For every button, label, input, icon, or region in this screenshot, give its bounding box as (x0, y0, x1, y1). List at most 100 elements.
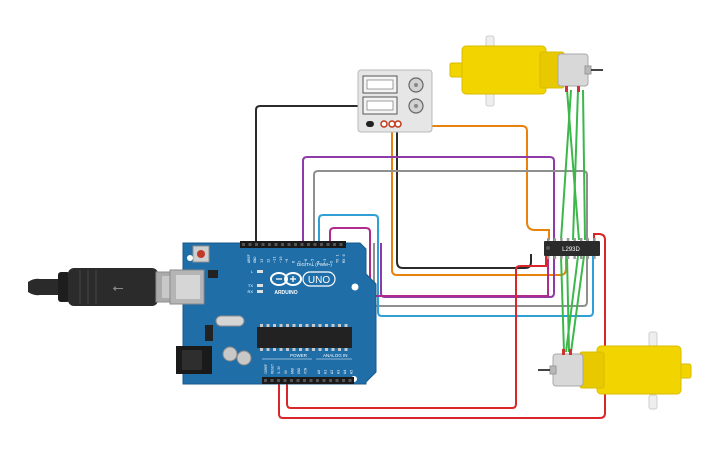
supply-terminal-pos[interactable] (388, 120, 396, 128)
digital-header[interactable] (240, 241, 346, 248)
led-l (257, 270, 263, 273)
digital-pin-hole[interactable] (320, 243, 323, 246)
digital-pin-label: ~6 (304, 259, 308, 263)
power-pin-label: GND (290, 368, 294, 374)
board-brand: ARDUINO (274, 290, 297, 296)
wire-green-8[interactable] (570, 255, 585, 353)
digital-pin-hole[interactable] (274, 243, 278, 246)
wire-green-2[interactable] (572, 89, 579, 241)
power-pin-hole[interactable] (309, 379, 313, 382)
wire-green-3[interactable] (566, 89, 580, 241)
analog-pin-label: A2 (330, 370, 334, 374)
power-header[interactable] (262, 377, 314, 384)
digital-pin-label: ~11 (273, 257, 277, 264)
wire-orange-top[interactable] (392, 125, 550, 240)
label-l: L (251, 269, 254, 274)
analog-pin-label: A3 (337, 370, 341, 374)
power-pin-hole[interactable] (277, 379, 280, 382)
digital-pin-hole[interactable] (326, 243, 330, 246)
usb-icon: ⭠ (112, 279, 123, 295)
power-switch[interactable] (366, 121, 374, 127)
usb-cable[interactable]: ⭠ (28, 268, 187, 306)
board-model: UNO (308, 275, 330, 286)
digital-pin-label: TX 1 (336, 254, 340, 263)
digital-pin-label: ~10 (279, 257, 283, 264)
led-rx (257, 290, 263, 293)
power-label: POWER (290, 353, 308, 358)
digital-pin-label: ~5 (310, 259, 314, 263)
power-pin-hole[interactable] (296, 379, 300, 382)
digital-pin-hole[interactable] (268, 243, 271, 246)
digital-pin-label: ~3 (323, 259, 327, 263)
digital-pin-hole[interactable] (307, 243, 310, 246)
digital-pin-hole[interactable] (281, 243, 284, 246)
digital-pin-label: 4 (317, 261, 321, 263)
label-rx: RX (247, 289, 253, 294)
driver-pins-top (547, 238, 596, 241)
digital-pin-hole[interactable] (333, 243, 336, 246)
wire-red-5v[interactable] (286, 256, 547, 409)
digital-pin-hole[interactable] (261, 243, 265, 246)
digital-pin-hole[interactable] (339, 243, 343, 246)
power-pin-hole[interactable] (283, 379, 287, 382)
analog-pin-label: A0 (317, 370, 321, 374)
power-pin-hole[interactable] (303, 379, 306, 382)
power-pin-hole[interactable] (342, 379, 345, 382)
wire-green-5[interactable] (560, 255, 565, 353)
driver-ic-label: L293D (562, 247, 580, 253)
power-pin-label: IOREF (264, 364, 268, 374)
power-pin-label: GND (297, 368, 301, 374)
analog-pin-label: A1 (324, 370, 328, 374)
wire-red-vin[interactable] (278, 233, 606, 419)
analog-pin-label: A4 (343, 370, 347, 374)
label-gnd-top: GND (253, 257, 257, 264)
supply-terminal-neg[interactable] (380, 120, 388, 128)
power-pin-hole[interactable] (290, 379, 293, 382)
arduino-logo (270, 272, 302, 286)
analog-header[interactable] (314, 377, 354, 384)
driver-pins-bottom (547, 256, 596, 259)
digital-pin-label: 7 (298, 261, 302, 263)
digital-pin-hole[interactable] (255, 243, 258, 246)
led-tx (257, 284, 263, 287)
wire-black-supply[interactable] (396, 127, 532, 269)
digital-pin-label: 12 (266, 259, 270, 263)
wire-green-4[interactable] (582, 89, 586, 241)
power-pin-hole[interactable] (335, 379, 339, 382)
digital-pin-hole[interactable] (242, 243, 245, 246)
capacitor-1 (222, 346, 238, 362)
l293d-driver[interactable]: L293D (544, 238, 600, 259)
dc-motor-bottom[interactable] (538, 331, 692, 410)
power-pin-hole[interactable] (348, 379, 352, 382)
power-pin-hole[interactable] (316, 379, 319, 382)
digital-pin-hole[interactable] (313, 243, 317, 246)
digital-pin-label: 8 (292, 261, 296, 263)
crystal (215, 315, 245, 327)
digital-pin-label: RX 0 (342, 254, 346, 263)
digital-pin-hole[interactable] (287, 243, 291, 246)
digital-pin-hole[interactable] (300, 243, 304, 246)
wire-orange-bottom[interactable] (391, 126, 567, 276)
digital-pin-hole[interactable] (294, 243, 297, 246)
wire-blue[interactable] (318, 214, 594, 317)
analog-label: ANALOG IN (323, 353, 348, 358)
wire-green-7[interactable] (565, 255, 579, 353)
power-pin-hole[interactable] (329, 379, 332, 382)
label-tx: TX (248, 283, 253, 288)
power-pin-hole[interactable] (270, 379, 274, 382)
digital-pin-label: 2 (329, 261, 333, 263)
power-pin-label: RESET (271, 364, 275, 374)
power-pin-hole[interactable] (322, 379, 326, 382)
digital-pin-label: 13 (260, 259, 264, 263)
analog-pin-label: A5 (350, 370, 354, 374)
digital-label: DIGITAL (PWM~) (297, 262, 332, 267)
power-pin-label: 3.3V (277, 366, 281, 374)
power-pin-hole[interactable] (264, 379, 267, 382)
dc-motor-top[interactable] (449, 35, 603, 107)
digital-pin-hole[interactable] (248, 243, 252, 246)
power-supply[interactable] (357, 69, 433, 133)
